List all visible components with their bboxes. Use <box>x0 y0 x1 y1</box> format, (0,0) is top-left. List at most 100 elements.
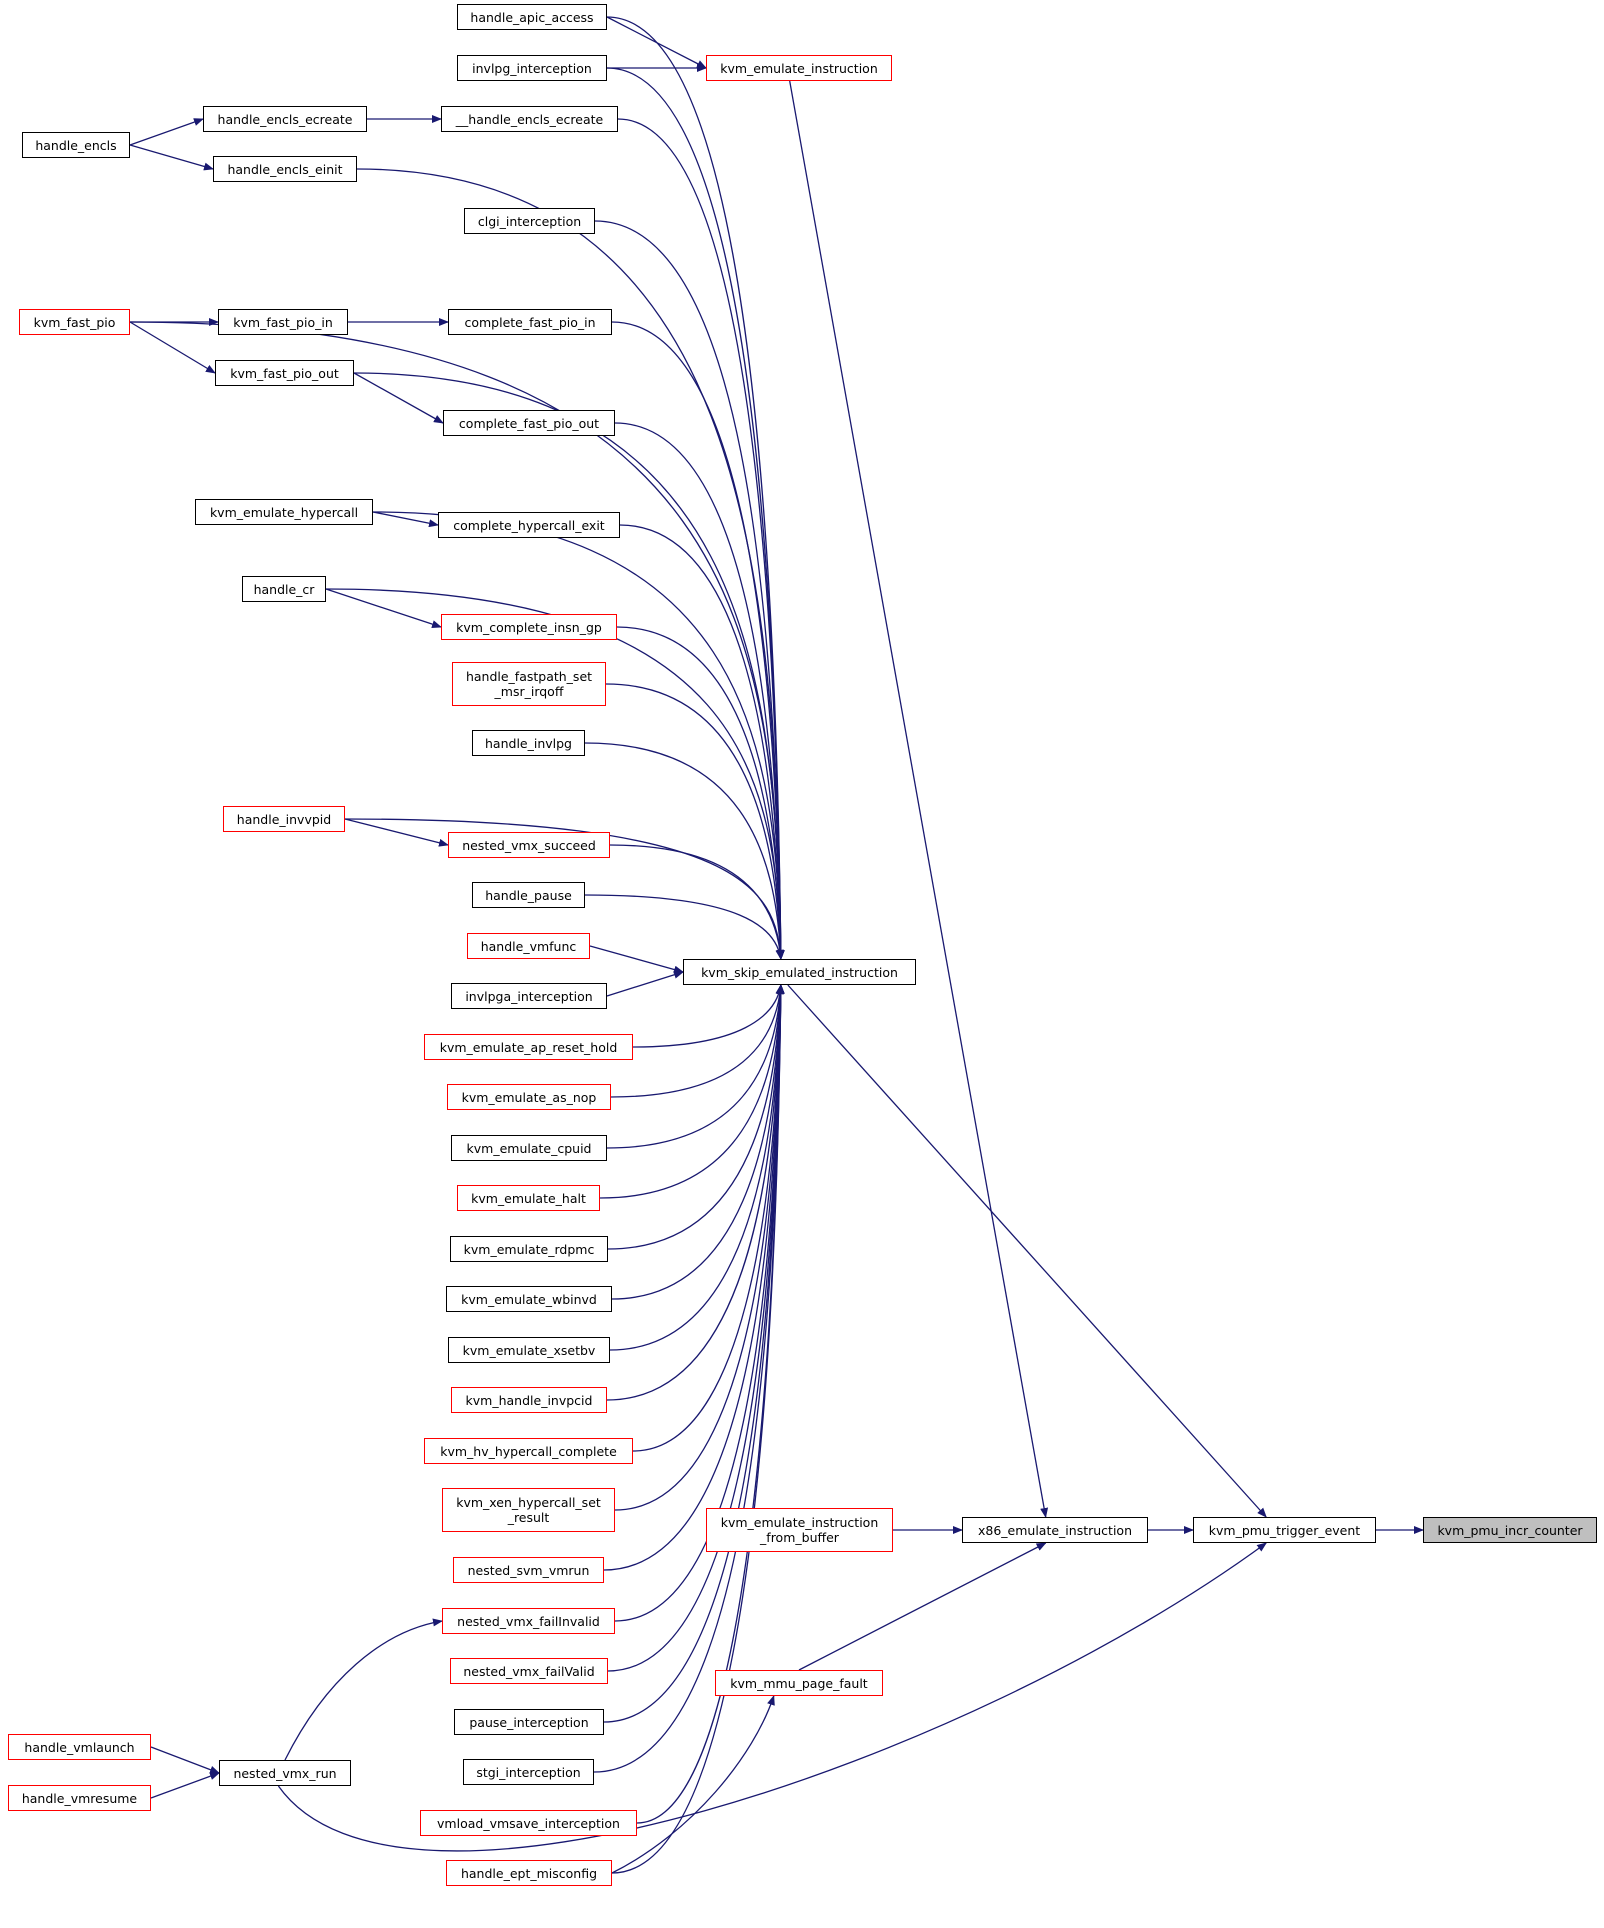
node-complete-fast-pio-out[interactable]: complete_fast_pio_out <box>443 410 615 436</box>
node-label: kvm_complete_insn_gp <box>456 619 602 635</box>
node-handle-cr[interactable]: handle_cr <box>242 576 326 602</box>
node-label: kvm_emulate_halt <box>471 1190 586 1206</box>
node-nested-svm-vmrun[interactable]: nested_svm_vmrun <box>453 1557 604 1583</box>
node-kvm-hv-hypercall-complete[interactable]: kvm_hv_hypercall_complete <box>424 1438 633 1464</box>
edge-kvm-handle-invpcid-to-kvm-skip-emulated-instruction <box>606 984 785 1401</box>
node-kvm-emulate-instruction-from-buffer[interactable]: kvm_emulate_instruction_from_buffer <box>706 1508 893 1552</box>
node-kvm-xen-hypercall-set-result[interactable]: kvm_xen_hypercall_set_result <box>442 1488 615 1532</box>
node-handle-invvpid[interactable]: handle_invvpid <box>223 806 345 832</box>
edge-nested-vmx-run-to-nested-vmx-failinvalid <box>284 1618 443 1761</box>
node-kvm-emulate-rdpmc[interactable]: kvm_emulate_rdpmc <box>450 1236 608 1262</box>
edge-kvm-hv-hypercall-complete-to-kvm-skip-emulated-instruction <box>632 984 785 1452</box>
node-label: handle_fastpath_set <box>465 669 593 684</box>
node-handle-vmresume[interactable]: handle_vmresume <box>8 1785 151 1811</box>
edge-nested-vmx-succeed-to-kvm-skip-emulated-instruction <box>609 844 785 960</box>
node-label: kvm_emulate_xsetbv <box>462 1342 596 1358</box>
edge-vmload-vmsave-interception-to-kvm-skip-emulated-instruction <box>636 984 785 1824</box>
node-label: kvm_emulate_ap_reset_hold <box>439 1039 618 1055</box>
edge-kvm-emulate-xsetbv-to-kvm-skip-emulated-instruction <box>609 984 785 1351</box>
edge-kvm-emulate-cpuid-to-kvm-skip-emulated-instruction <box>606 984 785 1149</box>
node-handle-vmlaunch[interactable]: handle_vmlaunch <box>8 1734 151 1760</box>
node-label: kvm_skip_emulated_instruction <box>701 964 898 980</box>
node-handle-encls-ecreate[interactable]: __handle_encls_ecreate <box>441 106 618 132</box>
node-label: invlpga_interception <box>465 988 593 1004</box>
node-kvm-mmu-page-fault[interactable]: kvm_mmu_page_fault <box>715 1670 883 1696</box>
node-label: _from_buffer <box>760 1530 839 1545</box>
edge-kvm-emulate-instruction-to-x86-emulate-instruction <box>789 80 1049 1518</box>
edge-kvm-xen-hypercall-set-result-to-kvm-skip-emulated-instruction <box>614 984 785 1511</box>
node-pause-interception[interactable]: pause_interception <box>454 1709 604 1735</box>
node-stgi-interception[interactable]: stgi_interception <box>463 1759 594 1785</box>
node-kvm-emulate-ap-reset-hold[interactable]: kvm_emulate_ap_reset_hold <box>424 1034 633 1060</box>
node-label: kvm_hv_hypercall_complete <box>440 1443 617 1459</box>
node-label: nested_vmx_failInvalid <box>457 1613 600 1629</box>
node-handle-vmfunc[interactable]: handle_vmfunc <box>467 933 590 959</box>
node-label: vmload_vmsave_interception <box>437 1815 620 1831</box>
node-kvm-emulate-xsetbv[interactable]: kvm_emulate_xsetbv <box>448 1337 610 1363</box>
node-label: handle_vmfunc <box>480 938 577 954</box>
node-label: kvm_emulate_as_nop <box>461 1089 597 1105</box>
edge-handle-encls-to-handle-encls-ecreate <box>129 118 204 146</box>
node-kvm-emulate-instruction[interactable]: kvm_emulate_instruction <box>706 55 892 81</box>
edge-handle-apic-access-to-kvm-skip-emulated-instruction <box>606 16 785 960</box>
node-kvm-emulate-wbinvd[interactable]: kvm_emulate_wbinvd <box>446 1286 612 1312</box>
node-handle-apic-access[interactable]: handle_apic_access <box>457 4 607 30</box>
edge-pause-interception-to-kvm-skip-emulated-instruction <box>603 984 785 1723</box>
node-x86-emulate-instruction[interactable]: x86_emulate_instruction <box>962 1517 1148 1543</box>
node-complete-fast-pio-in[interactable]: complete_fast_pio_in <box>448 309 612 335</box>
node-kvm-emulate-hypercall[interactable]: kvm_emulate_hypercall <box>195 499 373 525</box>
node-handle-encls-ecreate[interactable]: handle_encls_ecreate <box>203 106 367 132</box>
node-nested-vmx-run[interactable]: nested_vmx_run <box>219 1760 351 1786</box>
edge-handle-vmlaunch-to-nested-vmx-run <box>150 1746 220 1774</box>
edge-handle-vmfunc-to-kvm-skip-emulated-instruction <box>589 945 684 974</box>
node-clgi-interception[interactable]: clgi_interception <box>464 208 595 234</box>
node-invlpga-interception[interactable]: invlpga_interception <box>451 983 607 1009</box>
node-kvm-emulate-as-nop[interactable]: kvm_emulate_as_nop <box>447 1084 611 1110</box>
node-label: handle_vmresume <box>21 1790 138 1806</box>
edge-handle-ept-misconfig-to-kvm-mmu-page-fault <box>611 1695 775 1874</box>
edge-handle-encls-ecreate-to-kvm-skip-emulated-instruction <box>617 118 785 960</box>
node-label: kvm_pmu_incr_counter <box>1437 1522 1583 1538</box>
edge-kvm-mmu-page-fault-to-x86-emulate-instruction <box>798 1542 1047 1671</box>
node-label: kvm_fast_pio_in <box>233 314 333 330</box>
edge-handle-cr-to-kvm-complete-insn-gp <box>325 588 442 628</box>
edge-handle-invlpg-to-kvm-skip-emulated-instruction <box>584 742 785 960</box>
node-handle-encls[interactable]: handle_encls <box>22 132 130 158</box>
node-kvm-handle-invpcid[interactable]: kvm_handle_invpcid <box>451 1387 607 1413</box>
node-label: kvm_fast_pio_out <box>230 365 339 381</box>
node-nested-vmx-succeed[interactable]: nested_vmx_succeed <box>448 832 610 858</box>
node-label: handle_invlpg <box>485 735 572 751</box>
node-label: complete_fast_pio_out <box>458 415 600 431</box>
edge-invlpg-interception-to-kvm-skip-emulated-instruction <box>606 67 785 960</box>
node-kvm-complete-insn-gp[interactable]: kvm_complete_insn_gp <box>441 614 617 640</box>
node-complete-hypercall-exit[interactable]: complete_hypercall_exit <box>438 512 620 538</box>
edge-handle-ept-misconfig-to-kvm-skip-emulated-instruction <box>611 984 785 1874</box>
node-label: clgi_interception <box>477 213 582 229</box>
node-label: nested_vmx_succeed <box>462 837 596 853</box>
node-vmload-vmsave-interception[interactable]: vmload_vmsave_interception <box>420 1810 637 1836</box>
node-kvm-fast-pio-in[interactable]: kvm_fast_pio_in <box>218 309 348 335</box>
node-label: nested_vmx_run <box>233 1765 337 1781</box>
node-label: kvm_emulate_cpuid <box>466 1140 592 1156</box>
edge-complete-fast-pio-in-to-kvm-skip-emulated-instruction <box>611 321 785 960</box>
node-kvm-pmu-trigger-event[interactable]: kvm_pmu_trigger_event <box>1193 1517 1376 1543</box>
node-kvm-fast-pio-out[interactable]: kvm_fast_pio_out <box>215 360 354 386</box>
node-kvm-emulate-halt[interactable]: kvm_emulate_halt <box>457 1185 600 1211</box>
edge-kvm-emulate-halt-to-kvm-skip-emulated-instruction <box>599 984 785 1199</box>
node-label: kvm_pmu_trigger_event <box>1208 1522 1361 1538</box>
edge-handle-vmresume-to-nested-vmx-run <box>150 1772 220 1799</box>
node-invlpg-interception[interactable]: invlpg_interception <box>457 55 607 81</box>
node-handle-encls-einit[interactable]: handle_encls_einit <box>213 156 357 182</box>
node-nested-vmx-failvalid[interactable]: nested_vmx_failValid <box>450 1658 608 1684</box>
node-handle-fastpath-set-msr-irqoff[interactable]: handle_fastpath_set_msr_irqoff <box>452 662 606 706</box>
node-handle-invlpg[interactable]: handle_invlpg <box>472 730 585 756</box>
node-kvm-fast-pio[interactable]: kvm_fast_pio <box>19 309 130 335</box>
edge-kvm-emulate-hypercall-to-complete-hypercall-exit <box>372 511 439 528</box>
edge-invlpga-interception-to-kvm-skip-emulated-instruction <box>606 970 684 997</box>
node-kvm-skip-emulated-instruction[interactable]: kvm_skip_emulated_instruction <box>683 959 916 985</box>
node-label: pause_interception <box>469 1714 589 1730</box>
node-kvm-emulate-cpuid[interactable]: kvm_emulate_cpuid <box>451 1135 607 1161</box>
node-handle-pause[interactable]: handle_pause <box>472 882 585 908</box>
node-nested-vmx-failinvalid[interactable]: nested_vmx_failInvalid <box>442 1608 615 1634</box>
node-handle-ept-misconfig[interactable]: handle_ept_misconfig <box>446 1860 612 1886</box>
